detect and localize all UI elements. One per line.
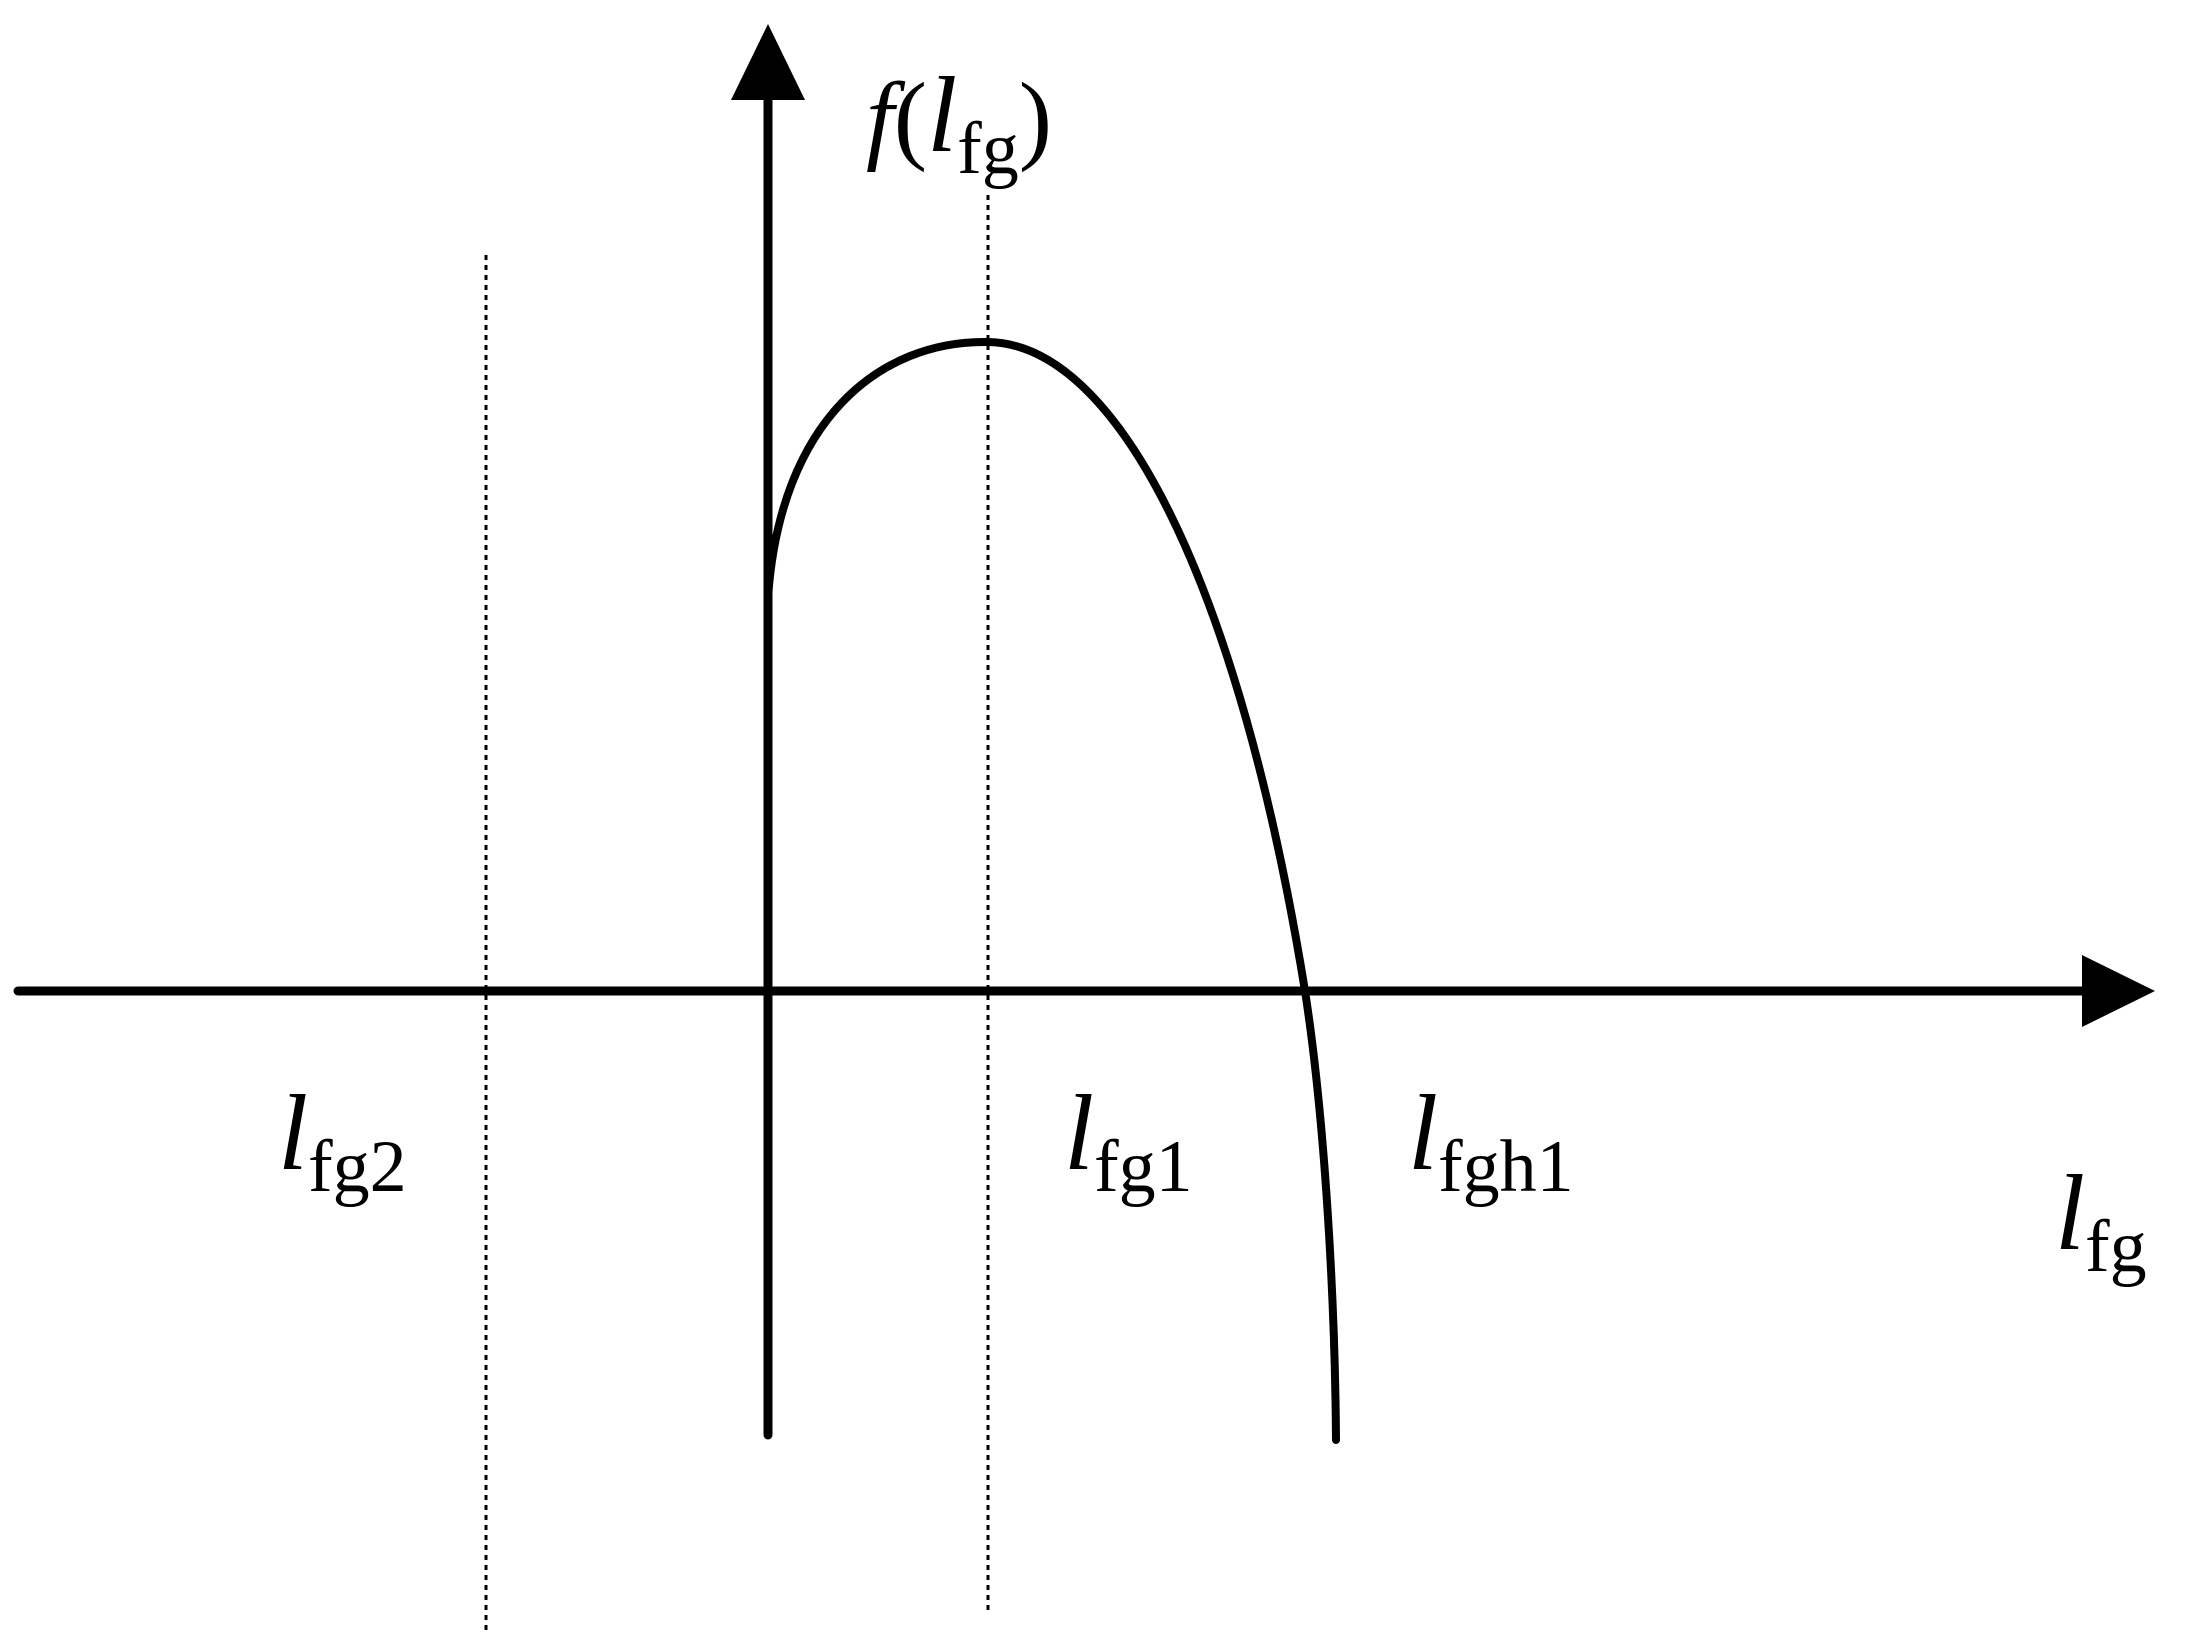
marker-label-lfg2-sub: fg2 <box>308 1126 407 1208</box>
marker-label-lfgh1-var: l <box>1408 1074 1439 1193</box>
y-axis-label-open-paren: ( <box>893 62 928 173</box>
marker-label-lfg2: lfg2 <box>278 1080 407 1205</box>
y-axis-label-var: l <box>927 56 958 175</box>
marker-label-lfg2-var: l <box>278 1074 309 1193</box>
marker-label-lfg1: lfg1 <box>1064 1080 1193 1205</box>
x-axis-label-sub: fg <box>2085 1206 2147 1288</box>
y-axis-label-sub: fg <box>957 108 1019 190</box>
y-axis-label-close-paren: ) <box>1018 62 1053 173</box>
y-axis-label-func: f <box>866 62 894 173</box>
function-curve <box>764 337 1340 1444</box>
x-axis-label-var: l <box>2055 1154 2086 1273</box>
x-axis-arrowhead <box>2082 955 2155 1027</box>
marker-label-lfg1-var: l <box>1064 1074 1095 1193</box>
x-axis-label: lfg <box>2055 1160 2147 1285</box>
marker-label-lfg1-sub: fg1 <box>1094 1126 1193 1208</box>
y-axis-arrowhead <box>731 24 805 100</box>
y-axis-label: f(lfg) <box>866 62 1053 187</box>
marker-label-lfgh1-sub: fgh1 <box>1438 1126 1574 1208</box>
marker-label-lfgh1: lfgh1 <box>1408 1080 1574 1205</box>
